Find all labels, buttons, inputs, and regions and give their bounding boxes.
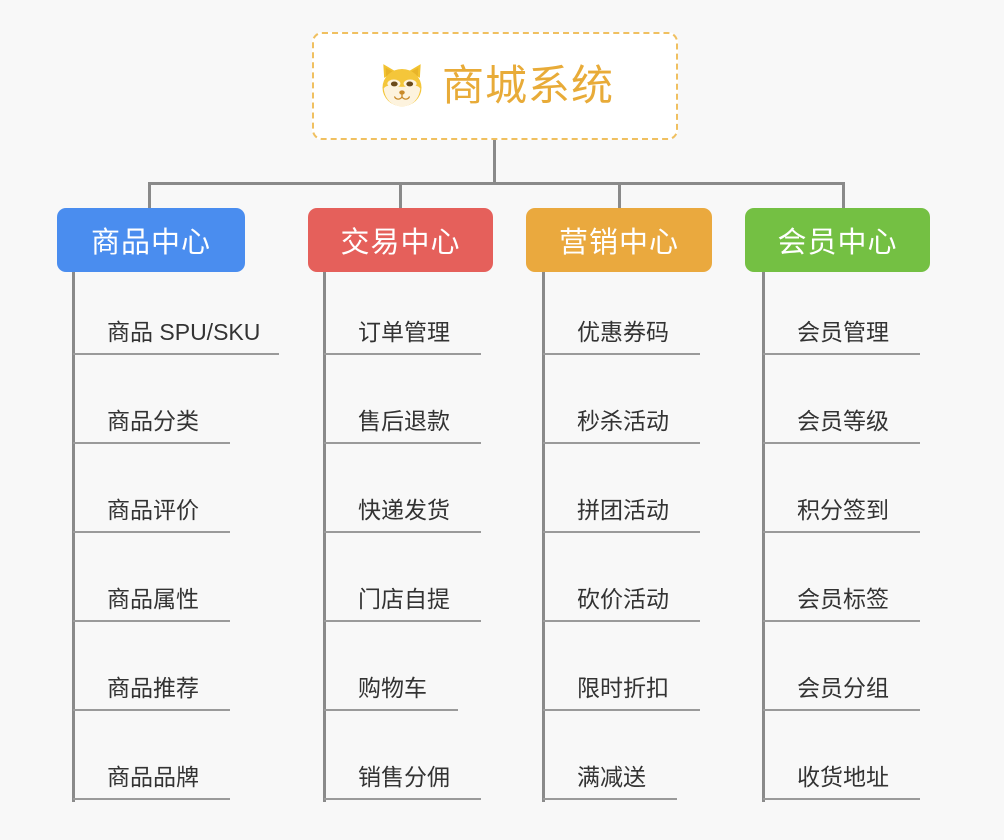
- leaf-spine: [72, 272, 75, 802]
- leaf-item-label: 商品推荐: [107, 675, 199, 701]
- leaf-item-label: 会员管理: [797, 319, 889, 345]
- leaf-item[interactable]: 会员等级: [763, 355, 920, 444]
- leaf-item[interactable]: 售后退款: [324, 355, 481, 444]
- leaf-item-label: 订单管理: [358, 319, 450, 345]
- category-header-marketing[interactable]: 营销中心: [526, 208, 712, 272]
- leaf-item[interactable]: 商品品牌: [73, 711, 230, 800]
- leaf-spine: [323, 272, 326, 802]
- leaf-column-trade: 订单管理 售后退款 快递发货 门店自提 购物车 销售分佣: [323, 272, 523, 802]
- leaf-item[interactable]: 会员分组: [763, 622, 920, 711]
- leaf-item[interactable]: 限时折扣: [543, 622, 700, 711]
- connector-drop-1: [148, 182, 151, 208]
- category-header-label: 营销中心: [558, 227, 679, 259]
- leaf-item[interactable]: 收货地址: [763, 711, 920, 800]
- root-title: 商城系统: [441, 62, 614, 109]
- leaf-column-product: 商品 SPU/SKU 商品分类 商品评价 商品属性 商品推荐 商品品牌: [72, 272, 292, 802]
- leaf-item-label: 砍价活动: [577, 586, 669, 612]
- connector-horizontal-bus: [148, 182, 845, 185]
- leaf-item-label: 秒杀活动: [577, 408, 669, 434]
- leaf-item-label: 购物车: [358, 675, 427, 701]
- leaf-item[interactable]: 销售分佣: [324, 711, 481, 800]
- leaf-item[interactable]: 购物车: [324, 622, 458, 711]
- leaf-item-label: 限时折扣: [577, 675, 669, 701]
- shiba-dog-face-icon: [376, 60, 428, 112]
- leaf-item-label: 会员等级: [797, 408, 889, 434]
- leaf-item[interactable]: 拼团活动: [543, 444, 700, 533]
- leaf-item[interactable]: 会员管理: [763, 266, 920, 355]
- leaf-item-label: 门店自提: [358, 586, 450, 612]
- leaf-item-label: 拼团活动: [577, 497, 669, 523]
- leaf-item[interactable]: 商品评价: [73, 444, 230, 533]
- leaf-item-label: 售后退款: [358, 408, 450, 434]
- leaf-item-label: 会员分组: [797, 675, 889, 701]
- leaf-item-label: 商品 SPU/SKU: [107, 319, 261, 345]
- leaf-item[interactable]: 商品推荐: [73, 622, 230, 711]
- connector-drop-2: [399, 182, 402, 208]
- leaf-item-label: 满减送: [577, 764, 646, 790]
- leaf-item[interactable]: 秒杀活动: [543, 355, 700, 444]
- leaf-item-label: 优惠券码: [577, 319, 669, 345]
- leaf-item[interactable]: 门店自提: [324, 533, 481, 622]
- leaf-item-label: 收货地址: [797, 764, 889, 790]
- leaf-item[interactable]: 积分签到: [763, 444, 920, 533]
- leaf-item[interactable]: 商品分类: [73, 355, 230, 444]
- category-header-product[interactable]: 商品中心: [57, 208, 245, 272]
- leaf-item-label: 商品评价: [107, 497, 199, 523]
- connector-drop-4: [842, 182, 845, 208]
- leaf-item-label: 会员标签: [797, 586, 889, 612]
- leaf-item-label: 销售分佣: [358, 764, 450, 790]
- leaf-item-label: 商品属性: [107, 586, 199, 612]
- leaf-spine: [762, 272, 765, 802]
- leaf-column-marketing: 优惠券码 秒杀活动 拼团活动 砍价活动 限时折扣 满减送: [542, 272, 742, 802]
- leaf-item-label: 商品分类: [107, 408, 199, 434]
- leaf-item[interactable]: 满减送: [543, 711, 677, 800]
- leaf-item[interactable]: 砍价活动: [543, 533, 700, 622]
- connector-root-stem: [493, 140, 496, 184]
- root-node[interactable]: 商城系统: [312, 32, 678, 140]
- leaf-item-label: 商品品牌: [107, 764, 199, 790]
- leaf-spine: [542, 272, 545, 802]
- leaf-item[interactable]: 商品 SPU/SKU: [73, 266, 279, 355]
- category-header-label: 商品中心: [90, 227, 211, 259]
- leaf-item[interactable]: 订单管理: [324, 266, 481, 355]
- leaf-column-member: 会员管理 会员等级 积分签到 会员标签 会员分组 收货地址: [762, 272, 962, 802]
- leaf-item-label: 积分签到: [797, 497, 889, 523]
- category-header-label: 交易中心: [340, 227, 461, 259]
- leaf-item-label: 快递发货: [358, 497, 450, 523]
- category-header-trade[interactable]: 交易中心: [308, 208, 493, 272]
- category-header-label: 会员中心: [777, 227, 898, 259]
- category-header-member[interactable]: 会员中心: [745, 208, 930, 272]
- leaf-item[interactable]: 商品属性: [73, 533, 230, 622]
- connector-drop-3: [618, 182, 621, 208]
- leaf-item[interactable]: 会员标签: [763, 533, 920, 622]
- leaf-item[interactable]: 快递发货: [324, 444, 481, 533]
- leaf-item[interactable]: 优惠券码: [543, 266, 700, 355]
